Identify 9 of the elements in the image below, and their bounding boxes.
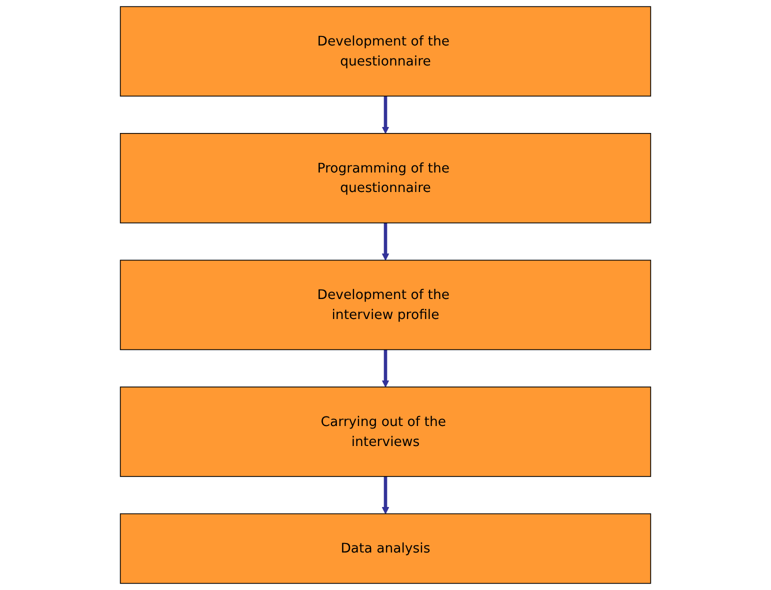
node-box: Development of the interview profile <box>120 260 652 350</box>
node-box: Data analysis <box>120 513 652 584</box>
node-box: Development of the questionnaire <box>120 6 652 97</box>
arrow <box>382 350 390 388</box>
arrow <box>382 476 390 514</box>
arrow <box>382 222 390 261</box>
node-box: Carrying out of the interviews <box>120 386 652 477</box>
arrow <box>382 96 390 134</box>
node-box: Programming of the questionnaire <box>120 133 652 224</box>
